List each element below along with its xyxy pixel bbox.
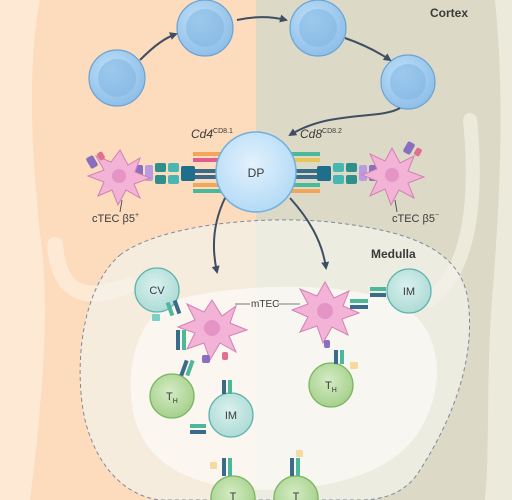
im-label-right: IM <box>403 286 415 298</box>
cv-label: CV <box>149 285 165 297</box>
t-cell-bottom-right <box>273 450 319 500</box>
th-sub-left: H <box>173 398 178 405</box>
thymocyte-nucleus <box>98 59 136 97</box>
dp-label: DP <box>248 166 265 180</box>
lobe-edge-left <box>0 0 45 500</box>
th-cell-left <box>149 359 195 419</box>
tcr-complex-left <box>155 163 219 184</box>
dp-to-medulla-arrow-right <box>289 197 330 270</box>
cycle-arrow <box>139 32 178 61</box>
mtec-label: mTEC <box>251 299 279 310</box>
ctec-left-superscript: + <box>135 212 139 219</box>
mtec-cell-right <box>290 280 368 348</box>
ctec-right-text: cTEC β5 <box>392 213 435 225</box>
cortex-label: Cortex <box>430 6 468 20</box>
mtec-cell-left <box>176 299 249 363</box>
th-text-right: T <box>325 380 332 392</box>
thymocyte-cycle <box>88 0 436 137</box>
dp-thymocyte <box>215 131 297 213</box>
cycle-arrow <box>288 107 401 137</box>
t-label-bottom-left: T <box>230 491 237 500</box>
thymocyte-nucleus <box>186 9 224 47</box>
receptor-bar <box>193 158 233 162</box>
th-sub-right: H <box>332 387 337 394</box>
t-label-bottom-right: T <box>293 491 300 500</box>
th-label-right: TH <box>325 380 337 394</box>
th-text-left: T <box>166 391 173 403</box>
thymocyte-nucleus <box>299 9 337 47</box>
cycle-arrow <box>236 14 288 23</box>
receptor-bar <box>193 189 233 193</box>
im-cell-lower <box>190 380 254 438</box>
cd4-superscript: CD8.1 <box>213 128 233 135</box>
ctec-right-superscript: − <box>435 212 439 219</box>
cd4-gene: Cd4 <box>191 127 213 141</box>
medulla-label: Medulla <box>371 247 416 261</box>
ctec-left-text: cTEC β5 <box>92 213 135 225</box>
receptor-bar <box>280 183 320 187</box>
receptor-bar <box>280 158 320 162</box>
cd8-superscript: CD8.2 <box>322 128 342 135</box>
th-label-left: TH <box>166 391 178 405</box>
receptor-bar <box>280 189 320 193</box>
receptor-bar <box>193 183 233 187</box>
cycle-arrow <box>344 37 392 62</box>
im-cell-right <box>370 268 432 314</box>
cd4-label: Cd4CD8.1 <box>191 127 233 141</box>
thymocyte-nucleus <box>390 64 426 100</box>
receptor-bar <box>280 152 320 156</box>
cd8-gene: Cd8 <box>300 127 322 141</box>
t-cell-bottom-left <box>210 458 256 500</box>
ctec-right-label: cTEC β5− <box>392 212 439 225</box>
cd8-label: Cd8CD8.2 <box>300 127 342 141</box>
tcr-complex-right <box>293 163 357 184</box>
ctec-right-cell <box>360 141 426 213</box>
im-label-lower: IM <box>225 410 237 422</box>
th-cell-right <box>308 350 358 408</box>
cv-cell <box>134 267 182 321</box>
ctec-left-label: cTEC β5+ <box>92 212 139 225</box>
lobe-edge-right <box>485 0 512 500</box>
ctec-left-cell <box>86 149 152 213</box>
receptor-bar <box>193 152 233 156</box>
dp-to-medulla-arrow-left <box>211 197 226 274</box>
